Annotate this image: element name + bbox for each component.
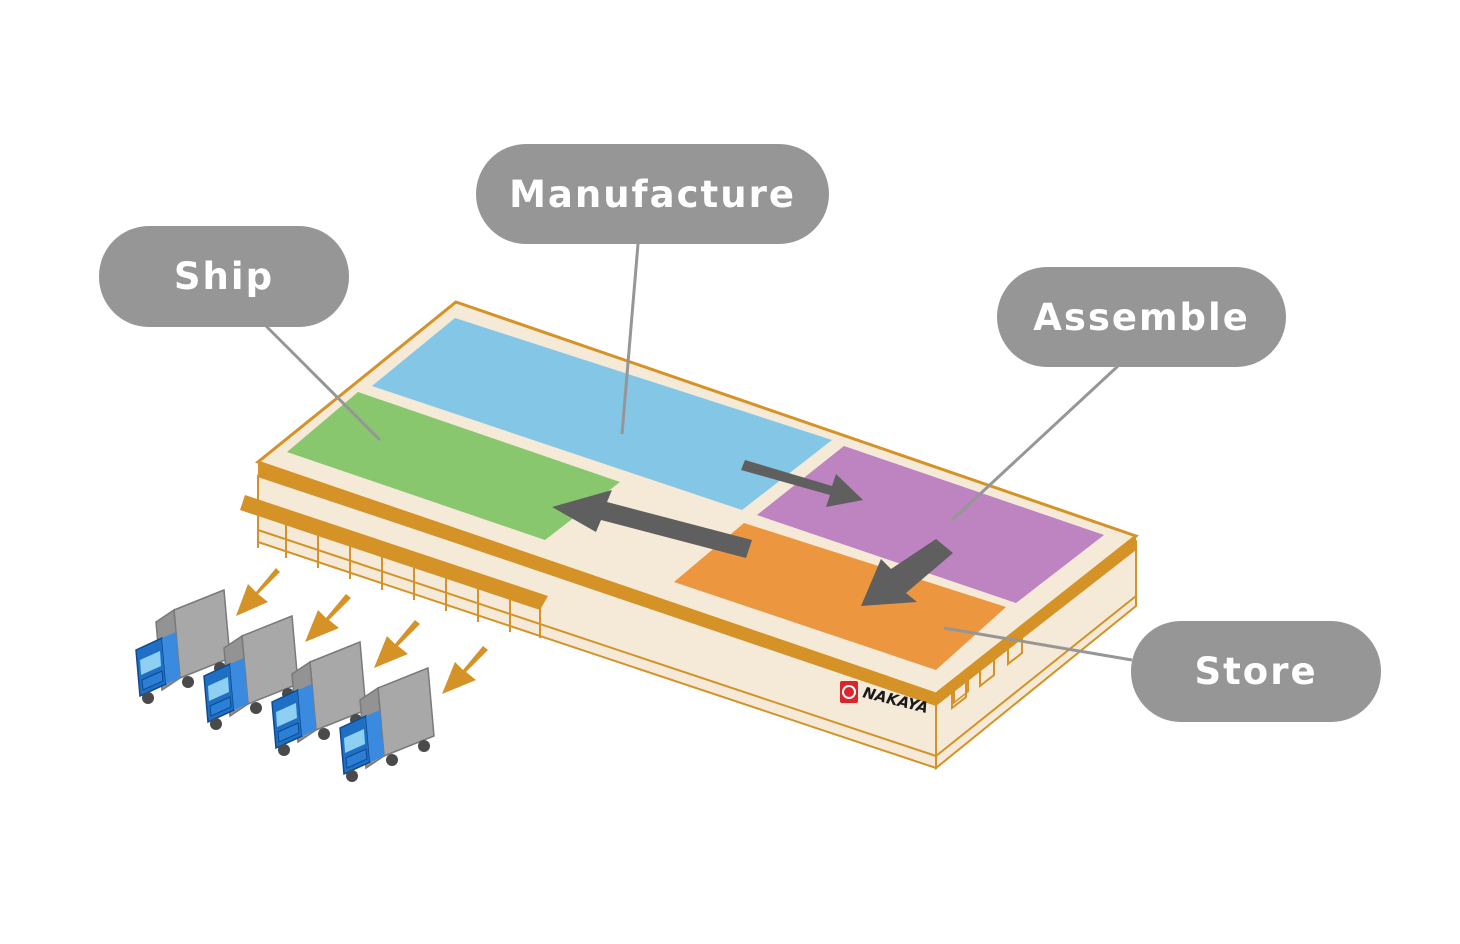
store-label: Store (1131, 621, 1381, 722)
manufacture-zone (372, 318, 832, 510)
arrow-icon (442, 646, 488, 694)
ship-label: Ship (99, 226, 349, 327)
arrow-icon (374, 620, 420, 668)
store-leader-line (943, 626, 1133, 662)
flow-arrow-manufacture-to-assemble (741, 460, 863, 507)
store-zone (674, 523, 1006, 670)
assemble-leader-line (950, 364, 1120, 522)
flow-arrow-store-to-ship (552, 490, 752, 558)
manufacture-label: Manufacture (476, 144, 829, 244)
manufacture-leader-line (620, 243, 640, 435)
assemble-label: Assemble (997, 267, 1286, 367)
flow-arrow-assemble-to-store (861, 539, 953, 606)
ship-leader-line (264, 324, 382, 442)
arrow-icon (236, 568, 280, 616)
shipping-arrows (236, 568, 488, 694)
logo-icon (840, 681, 858, 703)
arrow-icon (305, 594, 351, 642)
